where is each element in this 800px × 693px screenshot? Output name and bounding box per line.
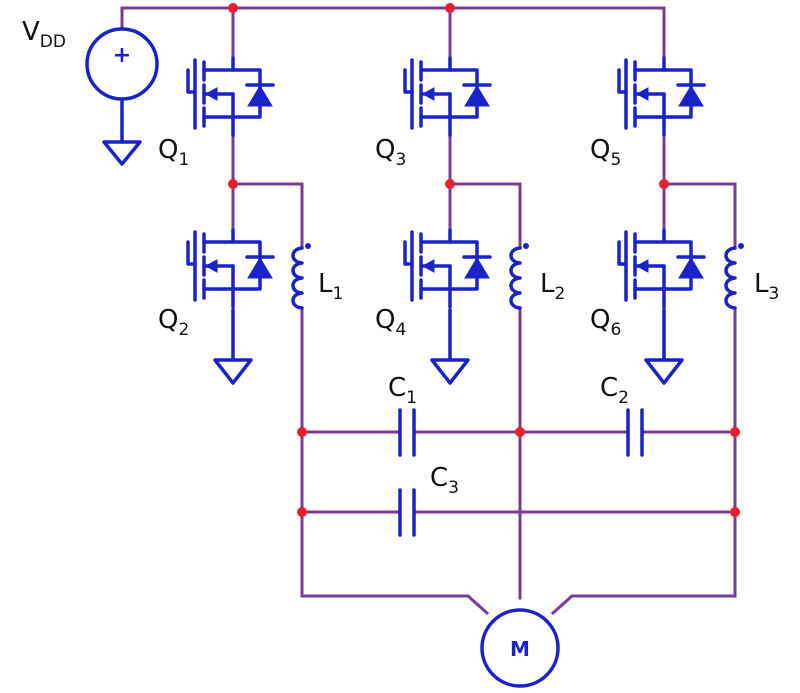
capacitor-c2 (626, 408, 644, 457)
q2-label: Q2 (158, 305, 189, 340)
inductor-l3 (724, 243, 744, 310)
ground-symbols (213, 308, 684, 385)
junction-dot (730, 427, 740, 437)
mosfet-q4 (403, 228, 492, 309)
diode-icon (247, 257, 273, 279)
mosfet-arrow-icon (204, 259, 218, 273)
c2-label: C2 (600, 373, 629, 408)
junction-dot (228, 3, 238, 13)
q6-label: Q6 (590, 305, 621, 340)
q4-label: Q4 (375, 305, 406, 340)
junction-dot (659, 179, 669, 189)
source-lead (419, 115, 452, 137)
q1-label: Q1 (158, 135, 189, 170)
gate-lead (617, 68, 628, 94)
drain-lead (419, 228, 452, 244)
gate-lead (186, 240, 197, 266)
motor-circle (480, 608, 560, 688)
drain-lead (202, 56, 235, 72)
phase3-line (550, 308, 737, 616)
polarity-dot (738, 243, 744, 249)
source-lead (202, 287, 235, 309)
gate-lead (617, 240, 628, 266)
diode-icon (464, 257, 490, 279)
capacitor-c3 (398, 488, 416, 537)
source-lead (419, 287, 452, 309)
source-lead (633, 287, 666, 309)
vdd-label: VDD (22, 17, 66, 52)
wiring (120, 6, 737, 616)
q5-label: Q5 (590, 135, 621, 170)
diode-icon (464, 85, 490, 107)
q3-label: Q3 (375, 135, 406, 170)
mosfet-q5 (617, 56, 706, 137)
mosfet-group (186, 56, 706, 309)
c1-label: C1 (388, 373, 417, 408)
drain-lead (202, 228, 235, 244)
gate-lead (403, 68, 414, 94)
gate-lead (403, 240, 414, 266)
mosfet-arrow-icon (421, 259, 435, 273)
q2-ground-icon (213, 308, 253, 385)
source-lead (633, 115, 666, 137)
gate-lead (186, 68, 197, 94)
polarity-dot (305, 243, 311, 249)
drain-lead (633, 56, 666, 72)
mosfet-q6 (617, 228, 706, 309)
source-lead (202, 115, 235, 137)
mosfet-arrow-icon (635, 259, 649, 273)
junction-dot (730, 507, 740, 517)
junction-dot (228, 179, 238, 189)
drain-lead (419, 56, 452, 72)
c3-label: C3 (430, 463, 459, 498)
diode-icon (678, 257, 704, 279)
phase1-line (300, 308, 490, 616)
junction-dot (297, 427, 307, 437)
inductor-coil (291, 246, 304, 310)
q4-ground-icon (430, 308, 470, 385)
polarity-dot (523, 243, 529, 249)
q6-ground-icon (644, 308, 684, 385)
l1-label: L1 (318, 269, 343, 304)
ground-symbol (102, 140, 142, 166)
mosfet-arrow-icon (204, 87, 218, 101)
mosfet-q3 (403, 56, 492, 137)
motor: M (480, 608, 560, 688)
l2-label: L2 (540, 269, 565, 304)
l3-label: L3 (754, 269, 779, 304)
mosfet-arrow-icon (635, 87, 649, 101)
junction-dots (228, 3, 740, 517)
inductor-l1 (291, 243, 311, 310)
junction-dot (445, 179, 455, 189)
inductor-group (291, 243, 744, 310)
leg1-tap (231, 182, 304, 250)
plus-sign: + (113, 43, 131, 68)
mosfet-q1 (186, 56, 275, 137)
inductor-coil (509, 246, 522, 310)
voltage-source: + (85, 27, 159, 166)
inductor-coil (724, 246, 737, 310)
capacitor-c1 (398, 408, 416, 457)
leg2-tap (448, 182, 522, 250)
inductor-l2 (509, 243, 529, 310)
junction-dot (515, 427, 525, 437)
diode-icon (247, 85, 273, 107)
leg3-tap (662, 182, 737, 250)
diode-icon (678, 85, 704, 107)
drain-lead (633, 228, 666, 244)
junction-dot (297, 507, 307, 517)
junction-dot (445, 3, 455, 13)
mosfet-q2 (186, 228, 275, 309)
mosfet-arrow-icon (421, 87, 435, 101)
motor-label: M (510, 637, 530, 661)
